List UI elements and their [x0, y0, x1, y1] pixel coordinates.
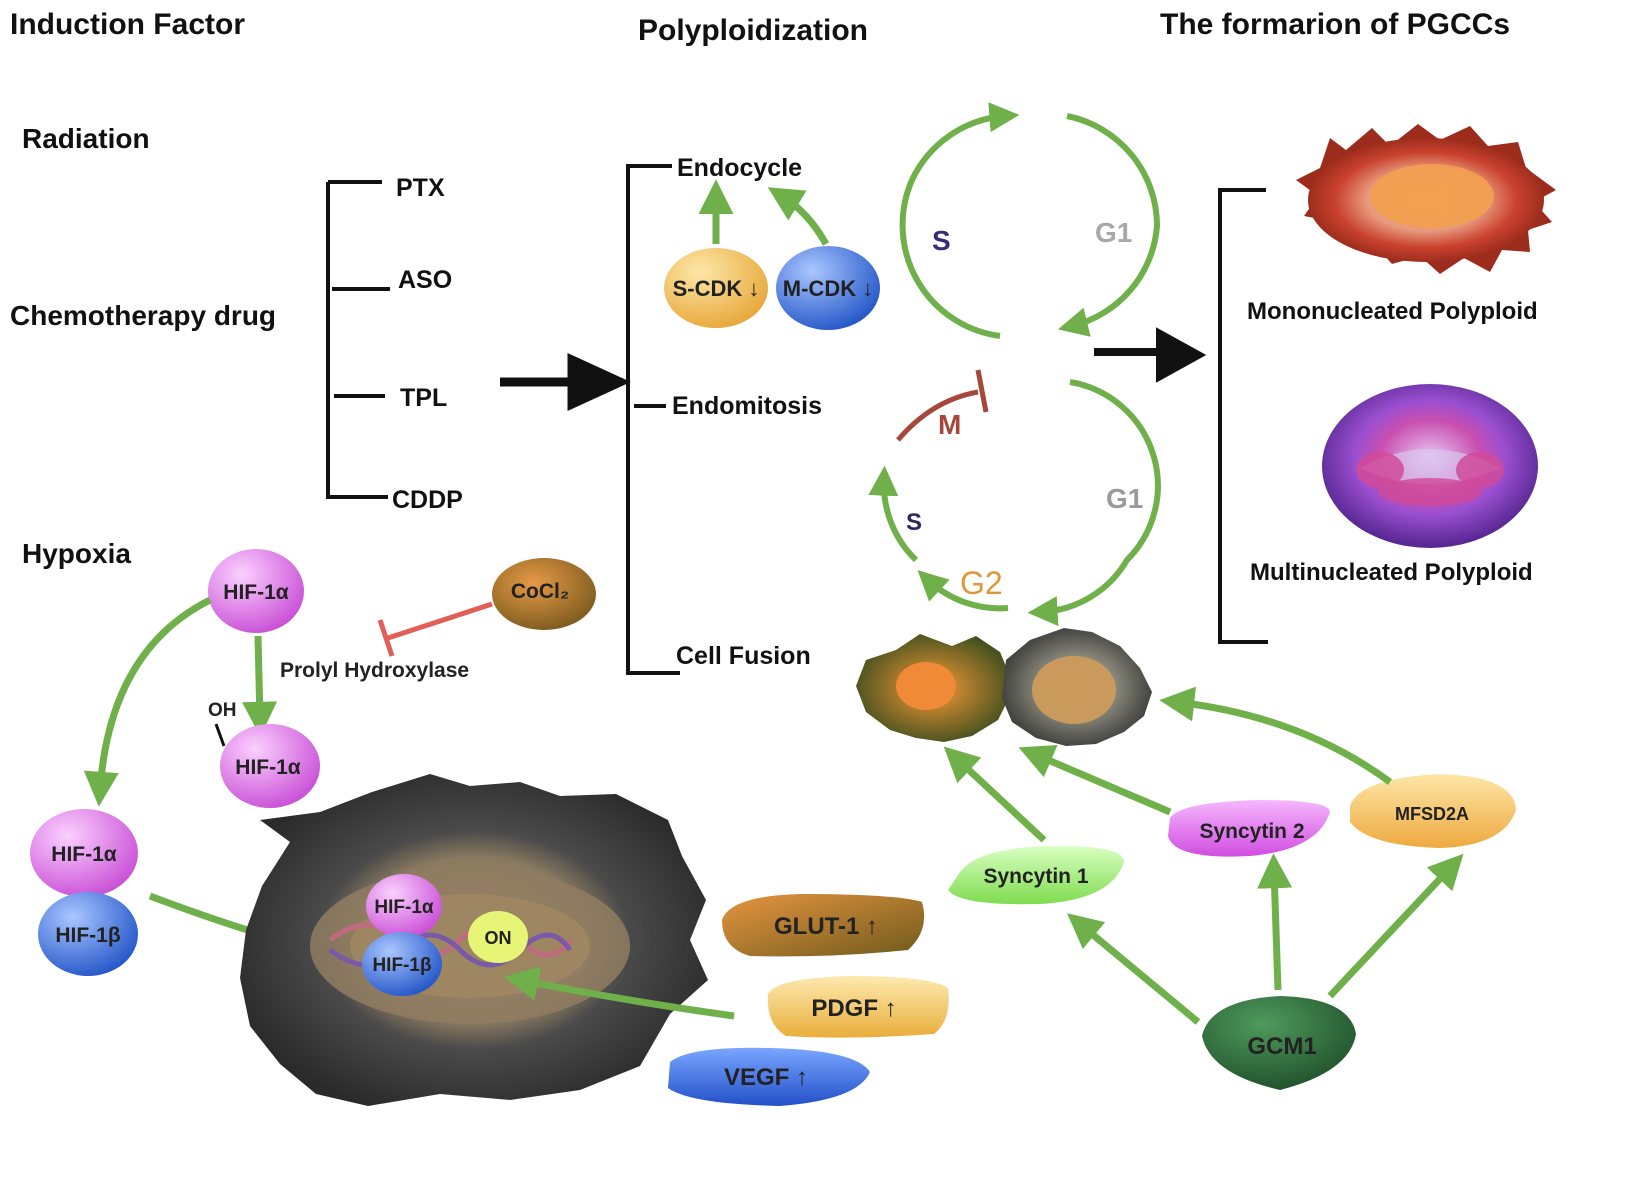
cycle-bottom-g1: G1: [1106, 483, 1143, 514]
vegf-label: VEGF ↑: [724, 1064, 808, 1091]
header-induction-factor: Induction Factor: [10, 8, 245, 41]
mfsd2a-node: MFSD2A: [1350, 774, 1516, 848]
syncytin2-node: Syncytin 2: [1168, 800, 1330, 857]
label-chemotherapy-drug: Chemotherapy drug: [10, 300, 276, 331]
mechanism-endomitosis: Endomitosis: [672, 392, 822, 420]
hif1a-dimer-label: HIF-1α: [51, 843, 117, 866]
hif1a-node-nucleus: HIF-1α: [366, 874, 442, 938]
m-phase-inhibit-bar: [975, 369, 989, 413]
label-radiation: Radiation: [22, 123, 150, 154]
hif1a-node-top: HIF-1α: [208, 549, 304, 633]
mechanism-cell-fusion: Cell Fusion: [676, 642, 811, 670]
arrow-mcdk-endocycle: [767, 187, 830, 246]
multinucleated-cell-illustration: [1322, 384, 1538, 548]
glut1-label: GLUT-1 ↑: [774, 913, 878, 940]
cocl2-label: CoCl₂: [511, 580, 569, 603]
m-cdk-label: M-CDK ↓: [783, 276, 873, 301]
label-hypoxia: Hypoxia: [22, 538, 131, 569]
drug-bracket: [326, 180, 390, 499]
s-cdk-label: S-CDK ↓: [673, 276, 760, 301]
arrow-to-formation: [1094, 327, 1207, 383]
hif1b-node-dimer: HIF-1β: [38, 892, 138, 976]
glut1-node: GLUT-1 ↑: [722, 894, 925, 957]
endomitosis-cycle: [868, 369, 1161, 627]
on-node: ON: [468, 911, 528, 963]
label-oh: OH: [208, 700, 237, 721]
hif1b-nucleus-label: HIF-1β: [372, 955, 431, 976]
fusing-cells-illustration: [856, 628, 1152, 746]
hif1a-node-dimer: HIF-1α: [30, 809, 138, 897]
mononucleated-cell-illustration: [1296, 124, 1556, 274]
syncytin1-label: Syncytin 1: [983, 865, 1088, 888]
pdgf-label: PDGF ↑: [811, 995, 896, 1022]
header-formation: The formarion of PGCCs: [1160, 8, 1510, 41]
oh-bond: [214, 723, 226, 747]
gcm1-node: GCM1: [1202, 996, 1356, 1090]
arrow-hif1a-to-dimer: [83, 596, 212, 807]
cycle-top-g1: G1: [1095, 217, 1132, 248]
label-mononucleated: Mononucleated Polyploid: [1247, 298, 1538, 325]
syncytin2-label: Syncytin 2: [1199, 820, 1304, 843]
hif1a-hydroxylated-label: HIF-1α: [235, 756, 301, 779]
hif1a-top-label: HIF-1α: [223, 581, 289, 604]
inhibit-prolyl-hydroxylase: [377, 601, 493, 657]
cocl2-node: CoCl₂: [492, 558, 596, 630]
mfsd2a-label: MFSD2A: [1395, 804, 1469, 824]
label-prolyl-hydroxylase: Prolyl Hydroxylase: [280, 659, 469, 682]
endocycle-cycle: [899, 102, 1161, 339]
m-phase-inhibit-arc: [896, 389, 979, 442]
s-cdk-node: S-CDK ↓: [664, 248, 768, 328]
drug-cddp: CDDP: [392, 486, 463, 514]
outcome-bracket: [1218, 188, 1268, 644]
arrow-to-polyploidization: [500, 352, 631, 412]
mechanism-bracket: [626, 164, 680, 675]
vegf-node: VEGF ↑: [668, 1047, 870, 1106]
hif1b-dimer-label: HIF-1β: [55, 924, 121, 947]
on-label: ON: [485, 928, 512, 948]
cycle-bottom-g2: G2: [960, 565, 1003, 601]
arrow-hif1a-to-hydroxylated: [242, 635, 278, 737]
hif1b-node-nucleus: HIF-1β: [362, 932, 442, 996]
header-polyploidization: Polyploidization: [638, 14, 868, 47]
hif1a-node-hydroxylated: HIF-1α: [220, 724, 320, 808]
drug-tpl: TPL: [400, 384, 447, 412]
arrow-targets-to-nucleus: [503, 966, 735, 1020]
cycle-top-s: S: [932, 225, 951, 256]
drug-ptx: PTX: [396, 174, 445, 202]
gcm1-label: GCM1: [1247, 1033, 1316, 1060]
mechanism-endocycle: Endocycle: [677, 154, 802, 182]
syncytin1-node: Syncytin 1: [948, 846, 1124, 905]
drug-aso: ASO: [398, 266, 452, 294]
label-multinucleated: Multinucleated Polyploid: [1250, 559, 1533, 586]
pdgf-node: PDGF ↑: [767, 976, 949, 1038]
m-cdk-node: M-CDK ↓: [776, 246, 880, 330]
cycle-bottom-s: S: [906, 509, 922, 536]
cycle-bottom-m: M: [938, 409, 961, 440]
fusion-arrows: [943, 686, 1464, 1025]
hif1a-nucleus-label: HIF-1α: [374, 897, 434, 918]
